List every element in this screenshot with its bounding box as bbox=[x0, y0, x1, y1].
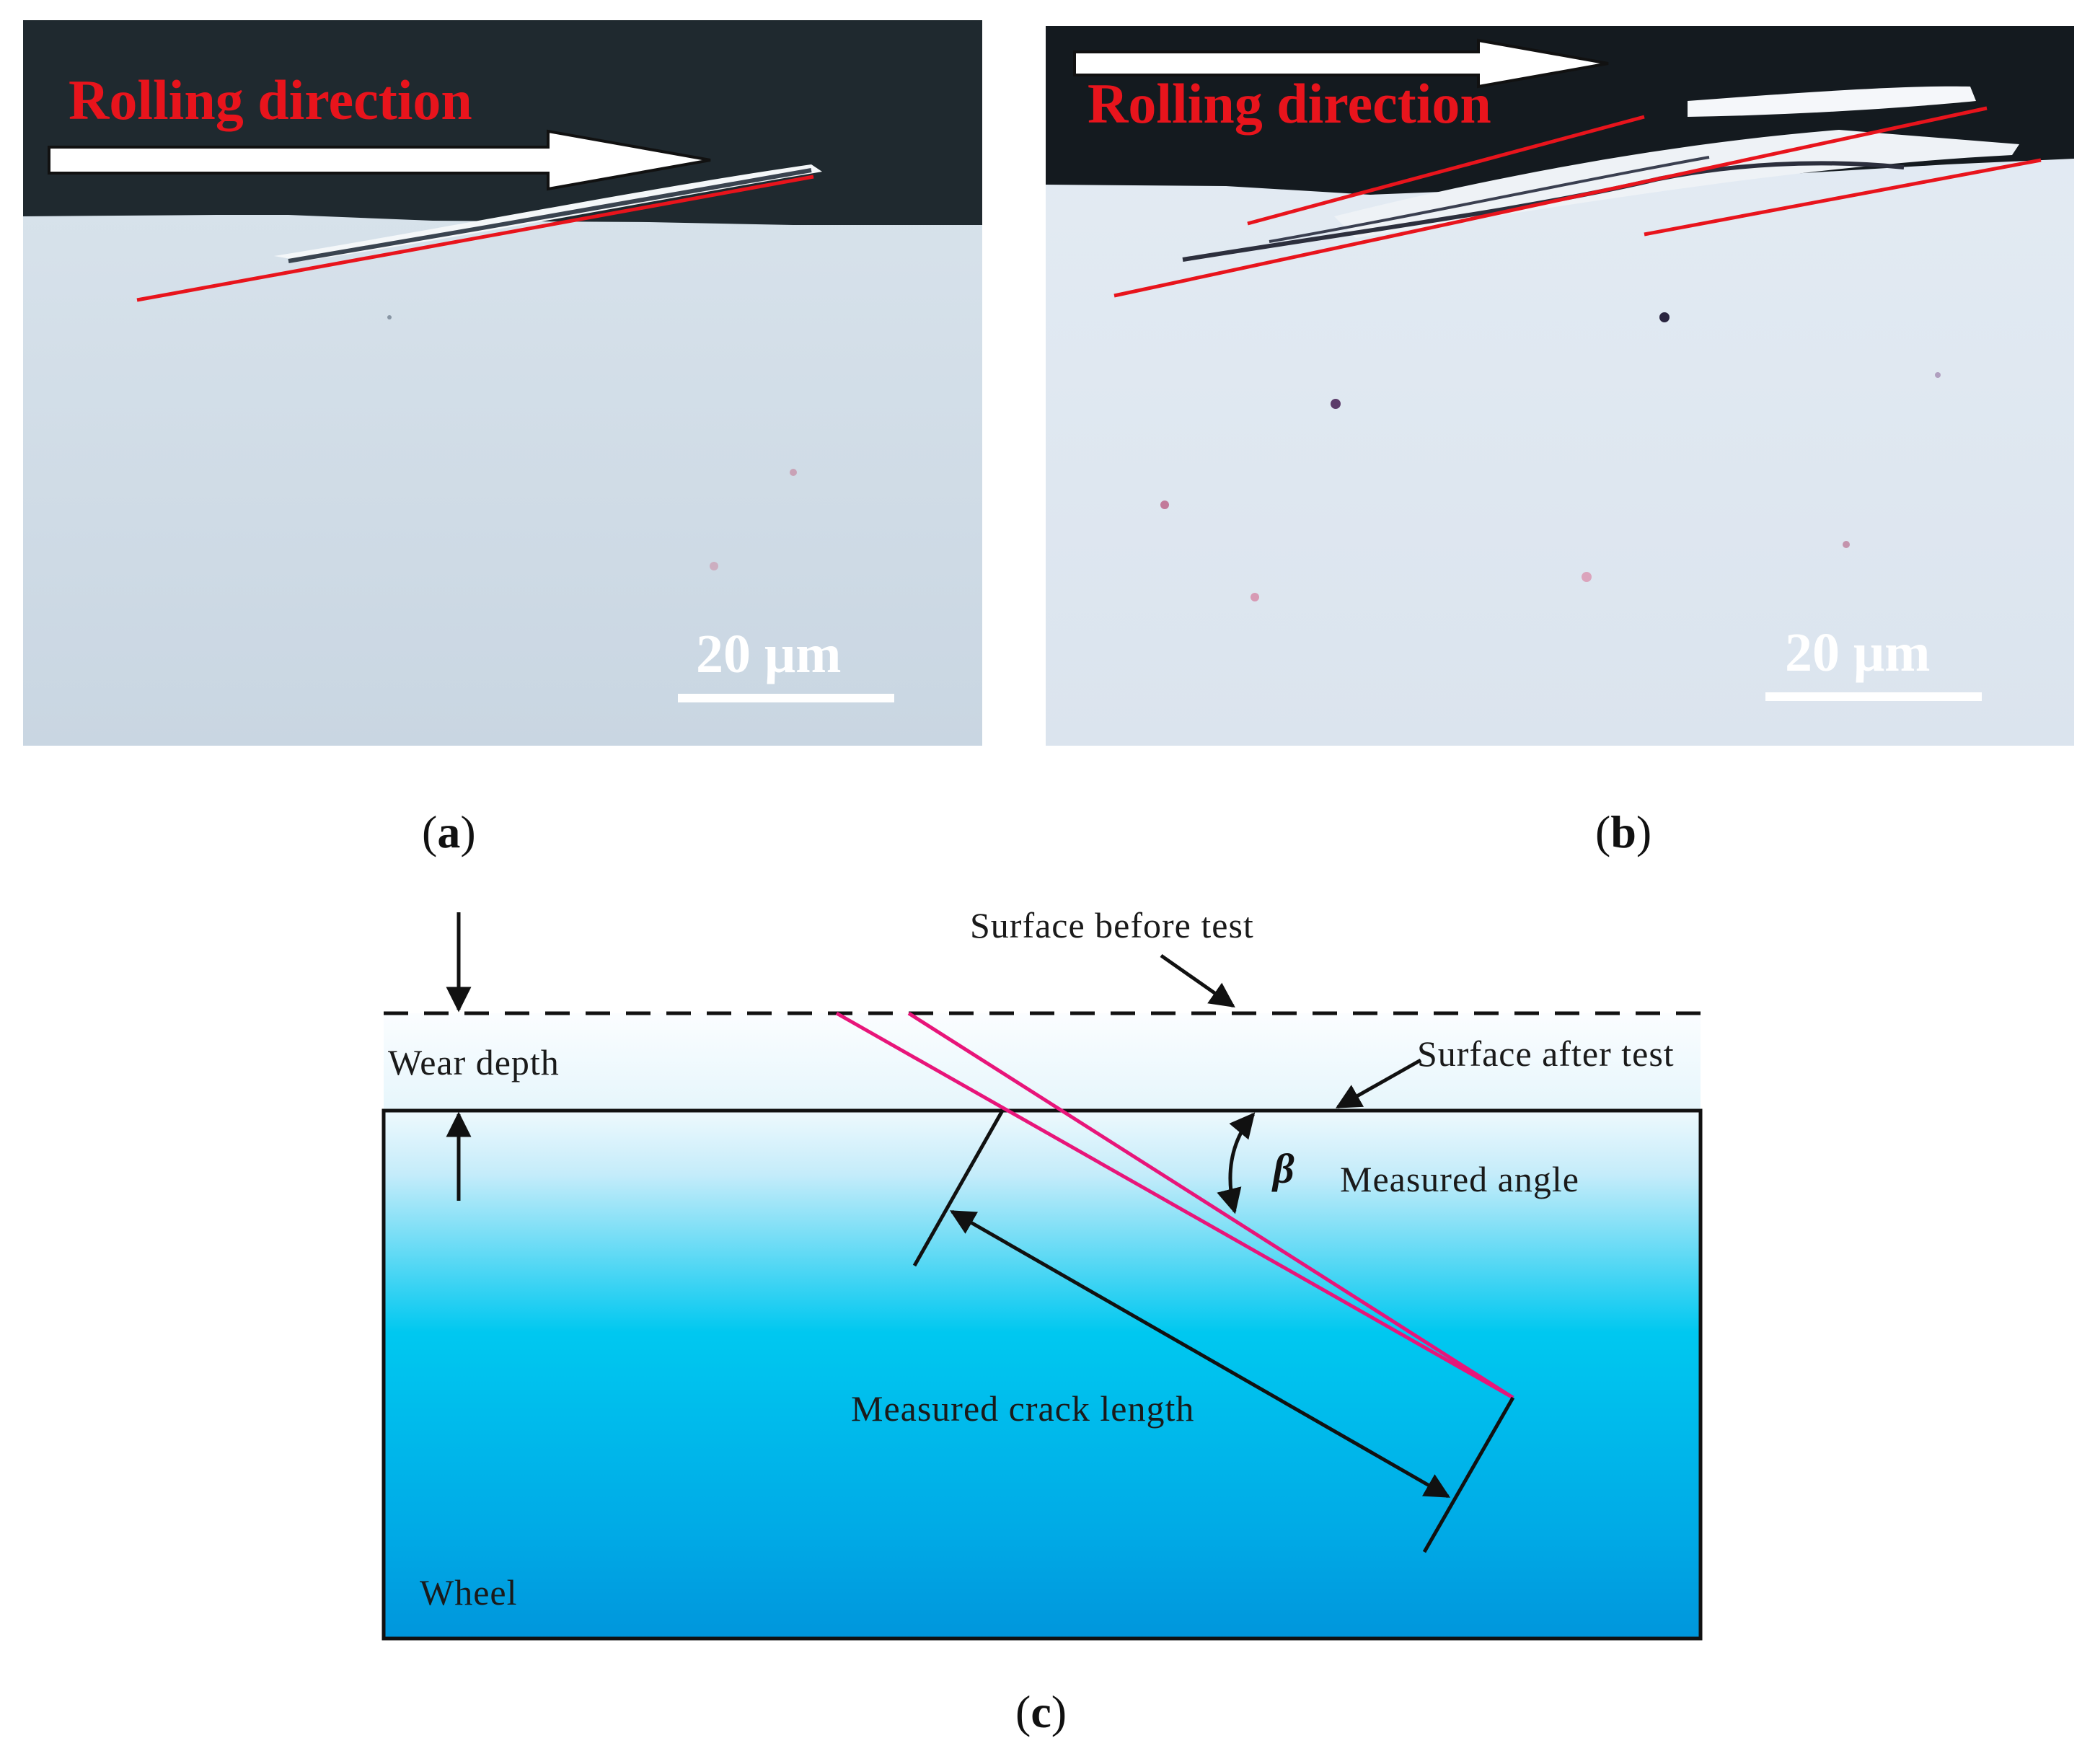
crack-length-tick-end bbox=[1422, 1396, 1515, 1553]
measured-angle-label: Measured angle bbox=[1340, 1159, 1579, 1199]
surface-before-pointer bbox=[1160, 953, 1235, 1008]
surface-after-label: Surface after test bbox=[1417, 1033, 1675, 1074]
panel-a-scale-label: 20 μm bbox=[696, 624, 841, 684]
panel-a-delaminated-layer bbox=[274, 164, 822, 261]
panel-a-scale-bar bbox=[678, 694, 894, 702]
panel-b-direction-arrow bbox=[1073, 38, 1609, 89]
panel-c-diagram: Wear depth Surface before test Surface a… bbox=[381, 905, 1703, 1641]
panel-b-label: (b) bbox=[1595, 806, 1651, 857]
panel-b-crack-line bbox=[1247, 115, 1645, 226]
panel-b-crack-line bbox=[1113, 106, 1988, 298]
panel-b-crack-line bbox=[1644, 158, 2042, 237]
panel-a: Rolling direction 20 μm bbox=[23, 20, 982, 746]
panel-c-label: (c) bbox=[1015, 1686, 1067, 1737]
panel-b-inclusion bbox=[1843, 541, 1850, 548]
panel-b-inclusion bbox=[1935, 372, 1941, 378]
panel-a-inclusion bbox=[710, 562, 718, 570]
panel-b-direction-label: Rolling direction bbox=[1088, 72, 1491, 135]
panel-b-inclusion bbox=[1251, 593, 1259, 601]
surface-after-pointer bbox=[1335, 1058, 1422, 1109]
panel-a-crack-line bbox=[136, 175, 814, 302]
wear-depth-label: Wear depth bbox=[388, 1042, 560, 1082]
panel-b-inclusion bbox=[1331, 399, 1341, 409]
crack-length-dimension-arrow bbox=[949, 1209, 1451, 1499]
panel-b-scale-label: 20 μm bbox=[1785, 622, 1930, 683]
beta-symbol: β bbox=[1271, 1145, 1295, 1192]
panel-b-inclusion bbox=[1659, 312, 1670, 322]
panel-b: Rolling direction 20 μm bbox=[1046, 26, 2074, 746]
crack-length-tick-start bbox=[912, 1109, 1005, 1267]
panel-a-direction-label: Rolling direction bbox=[69, 69, 472, 131]
panel-a-crack-dark bbox=[288, 168, 812, 263]
panel-b-inclusion bbox=[1582, 572, 1592, 582]
panel-b-crack-dark bbox=[1269, 156, 1710, 243]
panel-a-inclusion bbox=[790, 469, 797, 476]
panel-a-direction-arrow bbox=[48, 129, 711, 191]
crack-length-label: Measured crack length bbox=[851, 1388, 1194, 1429]
panel-b-delaminated-layer bbox=[1688, 86, 1976, 117]
wheel-label: Wheel bbox=[420, 1572, 517, 1613]
angle-arc bbox=[1217, 1112, 1256, 1214]
panel-a-inclusion bbox=[387, 315, 392, 319]
wear-layer bbox=[384, 1013, 1701, 1111]
panel-a-label: (a) bbox=[422, 806, 476, 857]
wheel-body bbox=[381, 1108, 1703, 1641]
panel-b-inclusion bbox=[1160, 500, 1169, 509]
surface-before-label: Surface before test bbox=[970, 905, 1254, 945]
panel-b-scale-bar bbox=[1765, 692, 1982, 701]
